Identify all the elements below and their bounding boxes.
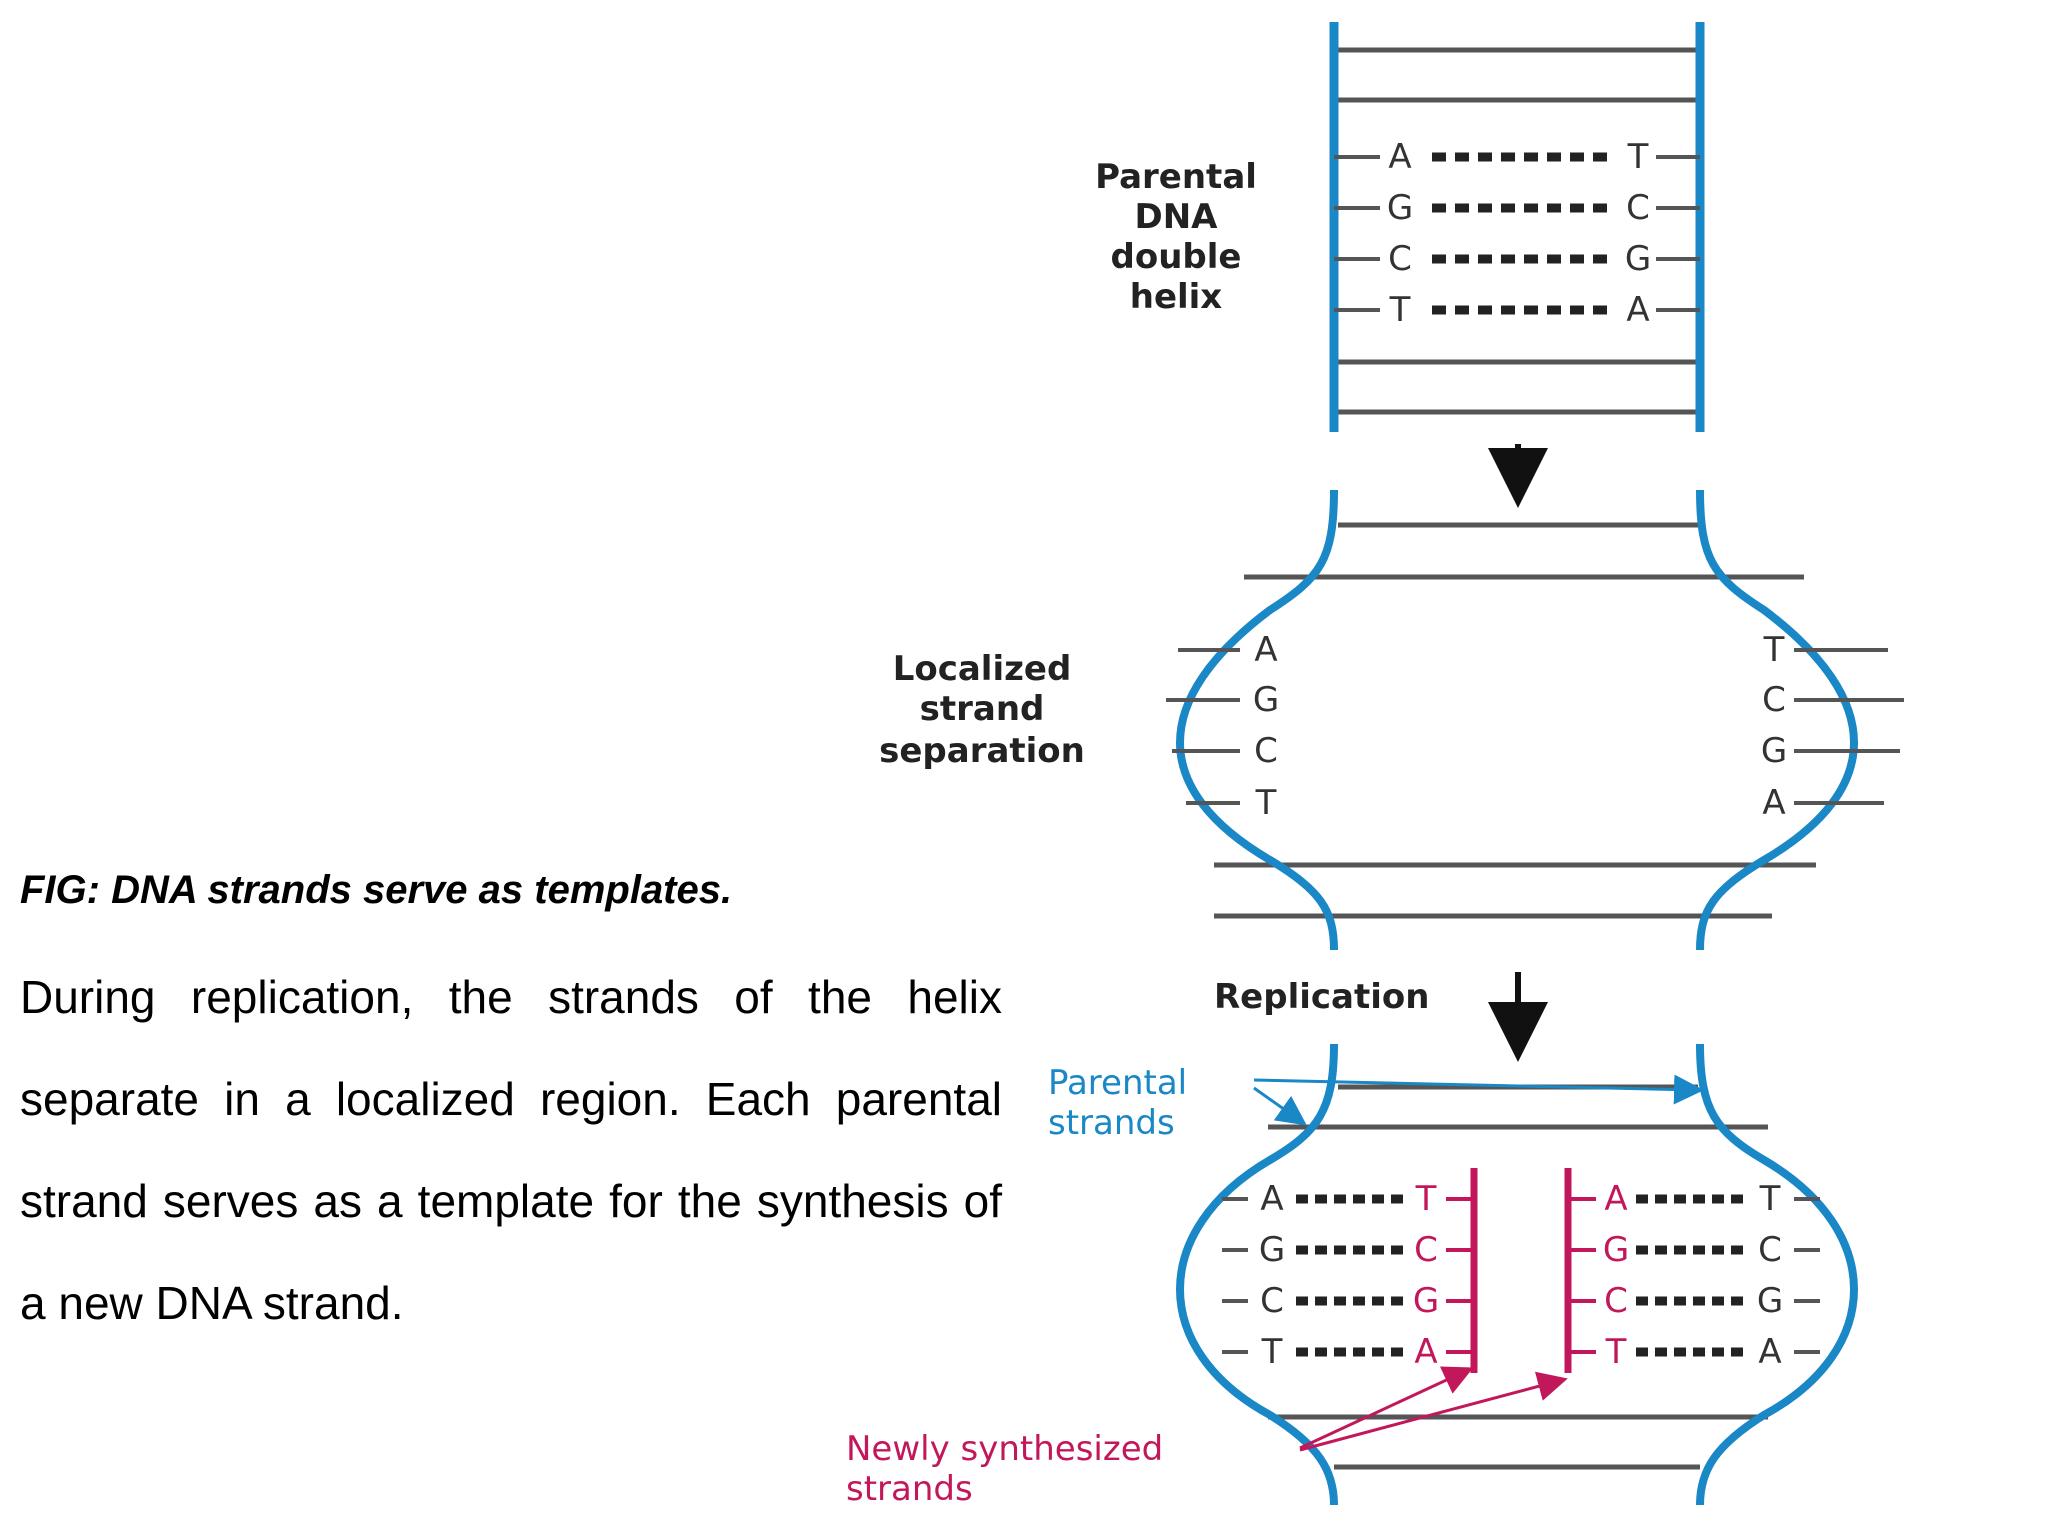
parental-strands-arrow-left (1253, 1086, 1307, 1126)
parental-strands-label-2: strands (1048, 1103, 1175, 1143)
separation-label-1: Localized (893, 649, 1072, 689)
base-letter: G (1761, 731, 1787, 771)
base-letter: A (1604, 1179, 1627, 1219)
base-letter: C (1414, 1230, 1438, 1270)
base-letter: C (1626, 188, 1650, 228)
parental-helix-label-2: DNA (1135, 197, 1219, 237)
base-letter: G (1413, 1281, 1439, 1321)
separation-rungs (1214, 522, 1816, 919)
base-letter: A (1254, 630, 1277, 670)
base-letter: A (1626, 290, 1649, 330)
newly-synthesized-label-1: Newly synthesized (846, 1429, 1163, 1469)
left-separated-strand (1176, 489, 1338, 951)
base-letter: C (1388, 239, 1412, 279)
base-letter: C (1254, 731, 1278, 771)
base-letter: T (1415, 1179, 1437, 1219)
replication-label: Replication (1214, 977, 1429, 1017)
parental-strands-arrow-right (1253, 1074, 1704, 1105)
new-strand-arrow-left (1299, 1366, 1474, 1450)
base-letter: A (1414, 1332, 1437, 1372)
parental-helix-label-4: helix (1130, 277, 1223, 317)
base-letter: G (1625, 239, 1651, 279)
figure-caption: FIG: DNA strands serve as templates. (20, 868, 733, 912)
base-letter: T (1759, 1179, 1781, 1219)
left-parental-template (1176, 1043, 1338, 1506)
base-letter: G (1603, 1230, 1629, 1270)
base-letter: C (1758, 1230, 1782, 1270)
base-letter: G (1387, 188, 1413, 228)
base-letter: A (1260, 1179, 1283, 1219)
figure-description: During replication, the strands of the h… (20, 971, 1002, 1329)
separation-label-2: strand (920, 689, 1045, 729)
base-letter: T (1261, 1332, 1283, 1372)
right-parental-template (1696, 1043, 1858, 1506)
base-letter: T (1255, 783, 1277, 823)
base-letter: G (1259, 1230, 1285, 1270)
parental-helix-label-3: double (1111, 237, 1242, 277)
base-letter: C (1260, 1281, 1284, 1321)
parental-strands-label-1: Parental (1048, 1063, 1187, 1103)
base-letter: G (1253, 680, 1279, 720)
top-rungs (1334, 47, 1700, 415)
right-separated-strand (1696, 489, 1858, 951)
base-letter: C (1762, 680, 1786, 720)
parental-helix-label-1: Parental (1095, 157, 1257, 197)
base-letter: A (1762, 783, 1785, 823)
base-letter: T (1605, 1332, 1627, 1372)
base-letter: C (1604, 1281, 1628, 1321)
base-letter: T (1627, 137, 1649, 177)
newly-synthesized-label-2: strands (846, 1469, 973, 1509)
replication-rungs (1268, 1084, 1768, 1470)
base-letter: T (1763, 630, 1785, 670)
new-strand-arrow-right (1299, 1371, 1568, 1452)
base-letter: A (1388, 137, 1411, 177)
base-letter: T (1389, 290, 1411, 330)
base-letter: A (1758, 1332, 1781, 1372)
base-letter: G (1757, 1281, 1783, 1321)
separation-label-3: separation (879, 731, 1085, 771)
